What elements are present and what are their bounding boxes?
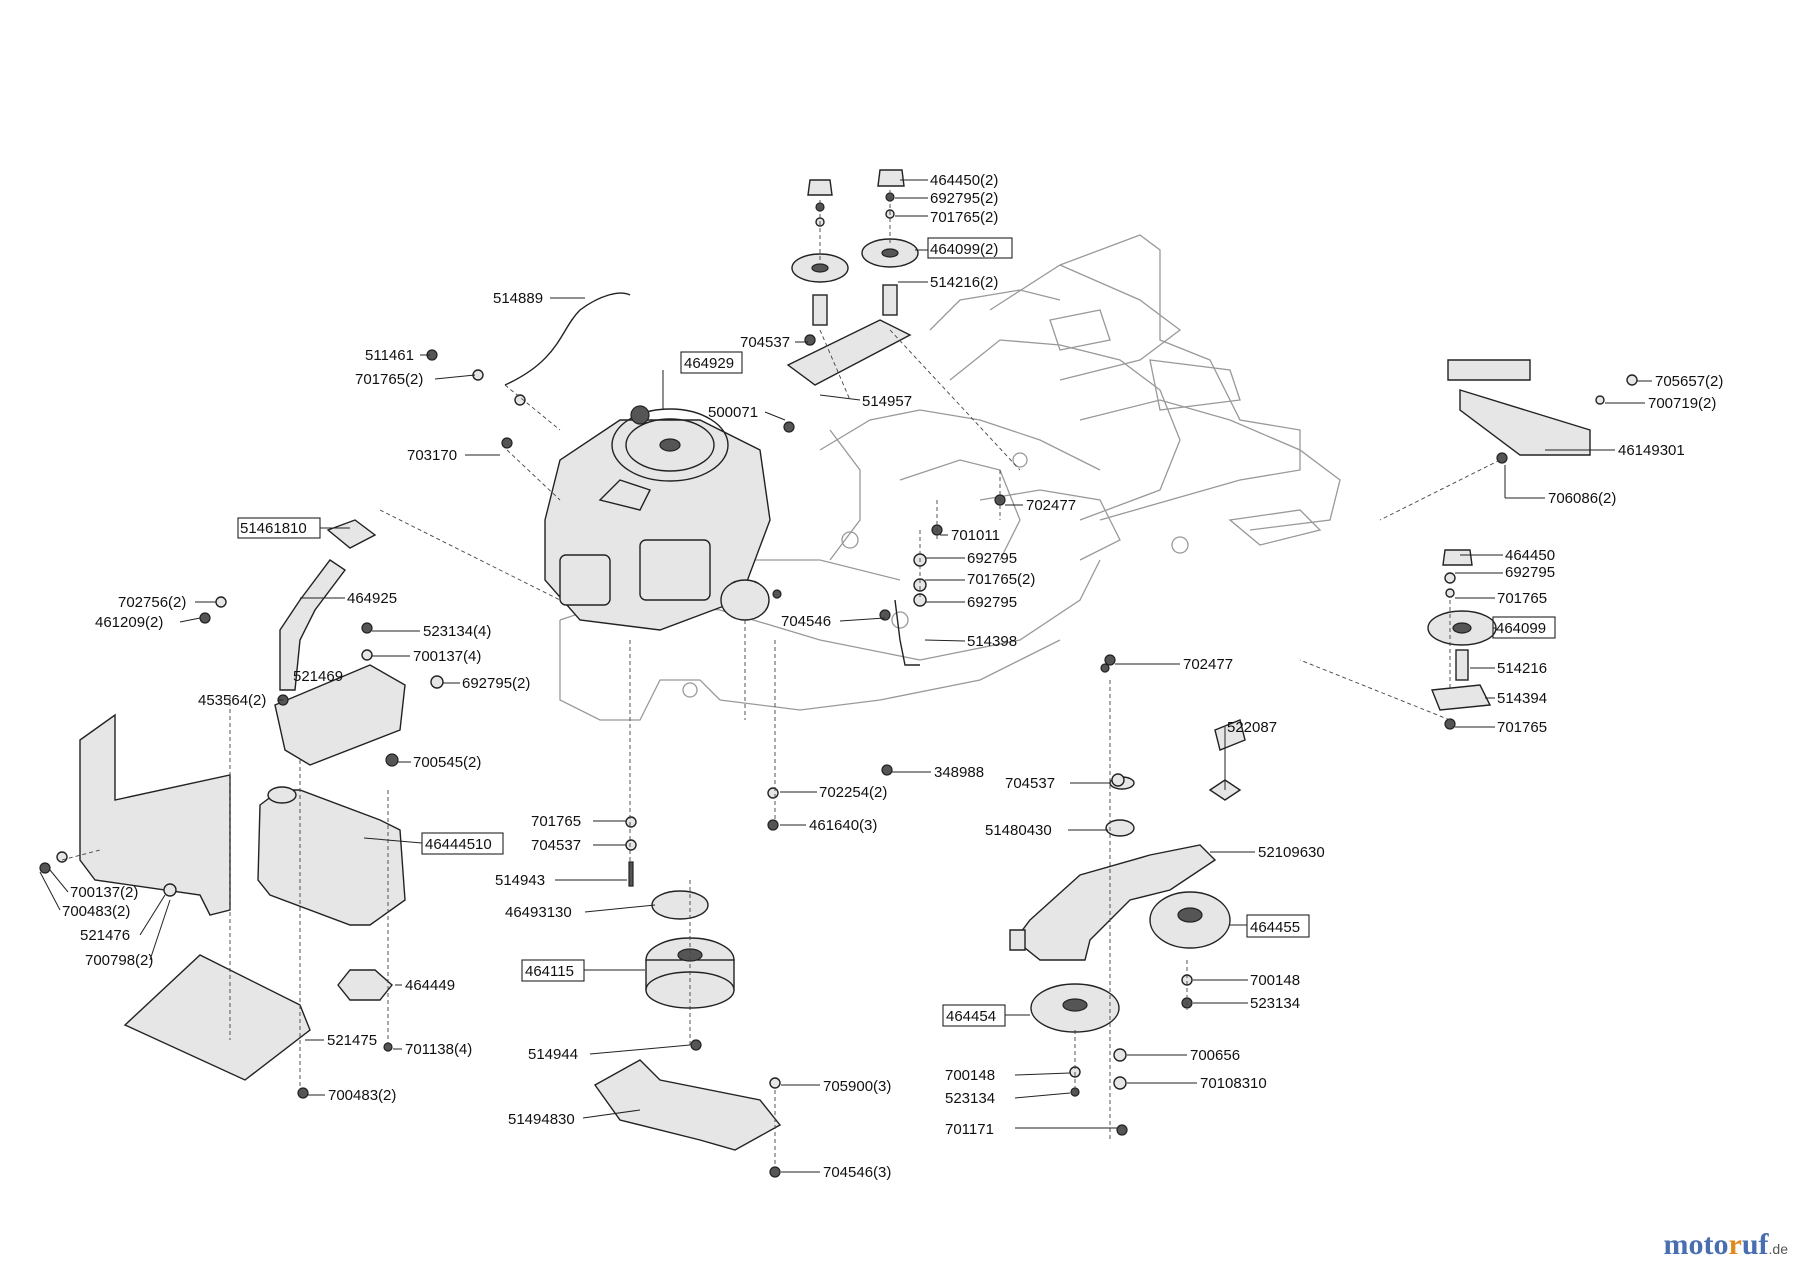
part-number: 461209(2) xyxy=(95,614,163,631)
ground-wire xyxy=(504,292,631,386)
part-number: 523134(4) xyxy=(423,623,491,640)
part-number: 523134 xyxy=(1250,995,1300,1012)
part-number-boxed: 51461810 xyxy=(240,520,307,537)
part-number: 702756(2) xyxy=(118,594,186,611)
part-number: 52109630 xyxy=(1258,844,1325,861)
part-number: 692795 xyxy=(967,550,1017,567)
rear-bracket xyxy=(1447,359,1591,456)
part-number: 461640(3) xyxy=(809,817,877,834)
part-number: 464450(2) xyxy=(930,172,998,189)
part-number: 514394 xyxy=(1497,690,1547,707)
part-number: 692795(2) xyxy=(930,190,998,207)
part-number: 704546 xyxy=(781,613,831,630)
part-number: 51494830 xyxy=(508,1111,575,1128)
part-number: 701765 xyxy=(531,813,581,830)
part-number: 521469 xyxy=(293,668,343,685)
part-number: 702477 xyxy=(1026,497,1076,514)
part-number: 704546(3) xyxy=(823,1164,891,1181)
leader-lines xyxy=(39,179,1652,1173)
part-number: 700148 xyxy=(945,1067,995,1084)
part-number: 692795 xyxy=(1505,564,1555,581)
tensioner-assembly xyxy=(1009,719,1246,1033)
part-number: 70108310 xyxy=(1200,1075,1267,1092)
part-number: 453564(2) xyxy=(198,692,266,709)
part-number: 522087 xyxy=(1227,719,1277,736)
part-number: 514889 xyxy=(493,290,543,307)
part-number-boxed: 46444510 xyxy=(425,836,492,853)
part-number: 692795 xyxy=(967,594,1017,611)
heat-shield xyxy=(79,713,311,1081)
part-number: 703170 xyxy=(407,447,457,464)
part-number: 700483(2) xyxy=(328,1087,396,1104)
electric-clutch xyxy=(593,890,782,1151)
right-idler-pulley xyxy=(1427,549,1497,711)
part-number: 700148 xyxy=(1250,972,1300,989)
part-number: 701765 xyxy=(1497,719,1547,736)
part-number: 464925 xyxy=(347,590,397,607)
part-number: 514957 xyxy=(862,393,912,410)
part-number: 705900(3) xyxy=(823,1078,891,1095)
brand-tld: .de xyxy=(1768,1241,1788,1257)
part-number: 348988 xyxy=(934,764,984,781)
assembly-lines xyxy=(61,190,1501,1165)
part-number: 701765(2) xyxy=(967,571,1035,588)
part-number: 514943 xyxy=(495,872,545,889)
part-number: 521475 xyxy=(327,1032,377,1049)
part-number: 700137(2) xyxy=(70,884,138,901)
part-number: 701765(2) xyxy=(355,371,423,388)
part-number-boxed: 464454 xyxy=(946,1008,996,1025)
muffler xyxy=(257,786,406,1001)
part-number: 700656 xyxy=(1190,1047,1240,1064)
part-number: 701765 xyxy=(1497,590,1547,607)
brand-part-c: uf xyxy=(1741,1228,1769,1261)
part-number: 704537 xyxy=(740,334,790,351)
part-number: 514398 xyxy=(967,633,1017,650)
hardware xyxy=(39,192,1638,1178)
part-number: 514944 xyxy=(528,1046,578,1063)
engine xyxy=(544,405,771,631)
part-number: 511461 xyxy=(365,347,414,364)
part-number: 702477 xyxy=(1183,656,1233,673)
part-number: 704537 xyxy=(1005,775,1055,792)
part-number-boxed: 464099 xyxy=(1496,620,1546,637)
part-number: 464449 xyxy=(405,977,455,994)
part-number-boxed: 464929 xyxy=(684,355,734,372)
part-number-boxed: 464099(2) xyxy=(930,241,998,258)
part-number: 701765(2) xyxy=(930,209,998,226)
part-number: 701138(4) xyxy=(405,1041,472,1058)
part-number: 700483(2) xyxy=(62,903,130,920)
part-number: 464450 xyxy=(1505,547,1555,564)
part-number: 702254(2) xyxy=(819,784,887,801)
part-number: 514216 xyxy=(1497,660,1547,677)
part-number: 46149301 xyxy=(1618,442,1685,459)
part-number: 514216(2) xyxy=(930,274,998,291)
part-number: 521476 xyxy=(80,927,130,944)
part-number: 700798(2) xyxy=(85,952,153,969)
exhaust-pipe xyxy=(274,519,406,766)
part-number: 51480430 xyxy=(985,822,1052,839)
brand-part-b: r xyxy=(1728,1228,1742,1261)
part-labels: 464450(2) 692795(2) 701765(2) 464099(2) … xyxy=(62,172,1723,1181)
part-number-boxed: 464115 xyxy=(525,963,574,980)
part-number: 523134 xyxy=(945,1090,995,1107)
part-number: 701011 xyxy=(951,527,1000,544)
part-number: 700719(2) xyxy=(1648,395,1716,412)
part-number: 704537 xyxy=(531,837,581,854)
part-number: 700137(4) xyxy=(413,648,481,665)
part-number: 701171 xyxy=(945,1121,994,1138)
part-number: 500071 xyxy=(708,404,758,421)
part-number: 46493130 xyxy=(505,904,572,921)
brand-part-a: moto xyxy=(1663,1228,1729,1261)
upper-pulleys xyxy=(786,169,919,386)
brand-logo[interactable]: motoruf.de xyxy=(1664,1228,1788,1262)
part-number: 692795(2) xyxy=(462,675,530,692)
part-number: 700545(2) xyxy=(413,754,481,771)
part-number-boxed: 464455 xyxy=(1250,919,1300,936)
part-number: 706086(2) xyxy=(1548,490,1616,507)
part-number: 705657(2) xyxy=(1655,373,1723,390)
